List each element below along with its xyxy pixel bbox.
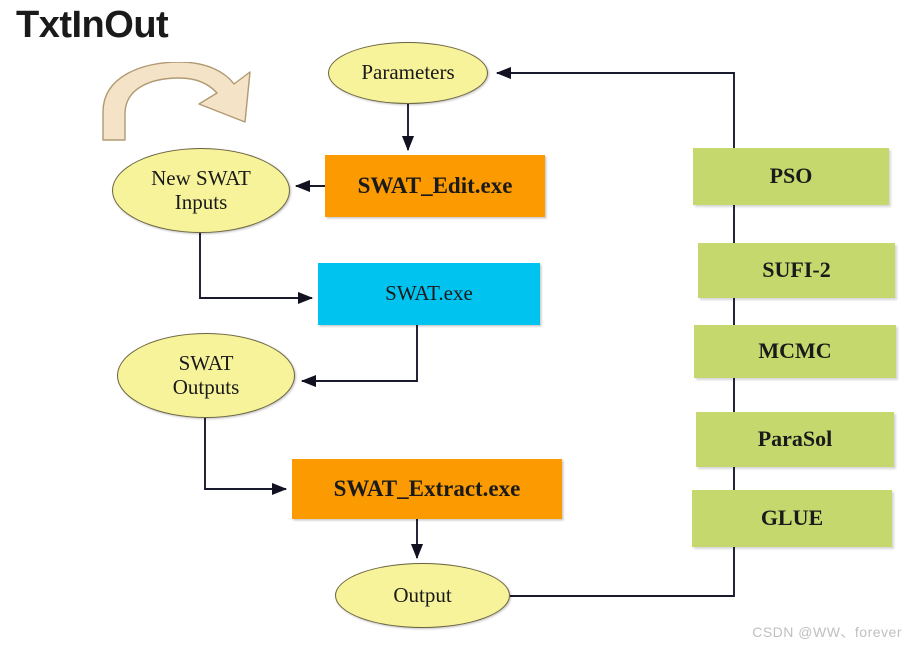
- method-box-pso[interactable]: PSO: [693, 148, 889, 205]
- method-box-pso-label: PSO: [769, 163, 813, 189]
- recycle-loop-arrow: [102, 62, 251, 141]
- node-swat-extract-exe[interactable]: SWAT_Extract.exe: [292, 459, 562, 519]
- node-new-swat-inputs-label: New SWAT Inputs: [151, 165, 251, 214]
- edge-outputs-to-extract: [204, 418, 288, 496]
- method-box-parasol-label: ParaSol: [757, 426, 833, 452]
- method-box-parasol[interactable]: ParaSol: [696, 412, 894, 467]
- method-box-mcmc-label: MCMC: [758, 338, 832, 364]
- method-box-sufi-2-label: SUFI-2: [762, 257, 831, 283]
- node-swat-exe-label: SWAT.exe: [385, 281, 473, 306]
- node-output[interactable]: Output: [335, 563, 510, 628]
- method-box-sufi-2[interactable]: SUFI-2: [698, 243, 895, 298]
- node-swat-edit-exe-label: SWAT_Edit.exe: [357, 173, 513, 199]
- node-new-swat-inputs[interactable]: New SWAT Inputs: [112, 148, 290, 233]
- method-box-glue-label: GLUE: [760, 505, 824, 531]
- node-swat-outputs-label: SWAT Outputs: [172, 350, 240, 399]
- node-output-label: Output: [393, 582, 452, 607]
- watermark: CSDN @WW、forever: [752, 624, 902, 640]
- node-swat-outputs[interactable]: SWAT Outputs: [117, 333, 295, 418]
- node-parameters-label: Parameters: [361, 60, 455, 85]
- node-swat-extract-exe-label: SWAT_Extract.exe: [333, 476, 521, 502]
- method-box-glue[interactable]: GLUE: [692, 490, 892, 547]
- page-title: TxtInOut: [16, 4, 169, 46]
- node-swat-exe[interactable]: SWAT.exe: [318, 263, 540, 325]
- edge-swat-exe-to-outputs: [300, 325, 418, 388]
- method-box-mcmc[interactable]: MCMC: [694, 325, 896, 378]
- node-swat-edit-exe[interactable]: SWAT_Edit.exe: [325, 155, 545, 217]
- node-parameters[interactable]: Parameters: [328, 42, 488, 104]
- edge-new-inputs-to-swat-exe: [199, 233, 314, 305]
